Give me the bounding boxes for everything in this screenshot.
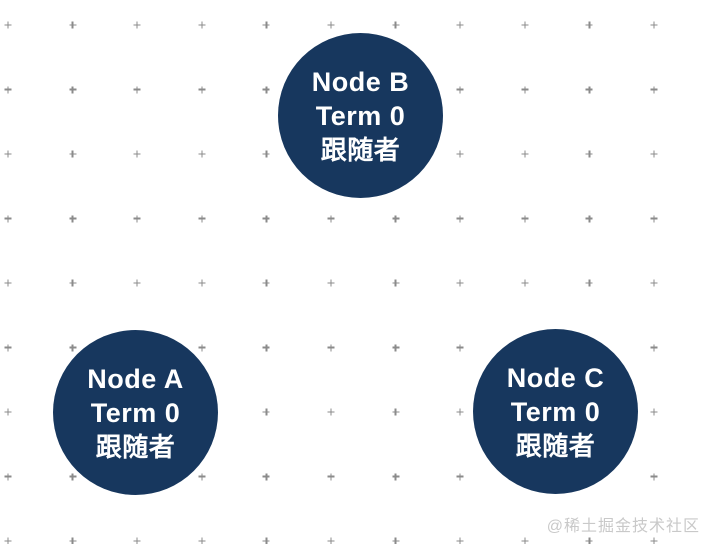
plus-dot (69, 279, 77, 287)
plus-dot (69, 215, 77, 222)
plus-dot (392, 21, 400, 29)
plus-dot (4, 86, 12, 93)
plus-dot (198, 150, 206, 158)
plus-dot (4, 408, 12, 416)
plus-dot (456, 537, 464, 544)
plus-dot (133, 537, 141, 544)
plus-dot (585, 150, 593, 158)
plus-dot (198, 215, 206, 222)
plus-dot (198, 86, 206, 93)
plus-dot (69, 86, 77, 93)
plus-dot (262, 21, 270, 29)
plus-dot (69, 21, 77, 29)
plus-dot (650, 279, 658, 287)
plus-dot (133, 215, 141, 222)
plus-dot (4, 150, 12, 158)
node-c-term: Term 0 (510, 396, 601, 427)
plus-dot (456, 215, 464, 222)
plus-dot (392, 408, 400, 416)
plus-dot (262, 473, 270, 480)
plus-dot (521, 537, 529, 544)
plus-dot (650, 86, 658, 93)
plus-dot (650, 150, 658, 158)
node-a-role: 跟随者 (95, 431, 176, 462)
plus-dot (650, 473, 658, 480)
plus-dot (585, 86, 593, 93)
plus-dot (585, 215, 593, 222)
plus-dot (4, 215, 12, 222)
plus-dot (456, 344, 464, 351)
plus-dot (4, 537, 12, 544)
plus-dot (327, 215, 335, 222)
plus-dot (327, 408, 335, 416)
plus-dot (262, 408, 270, 416)
plus-dot (327, 537, 335, 544)
node-a-name: Node A (87, 363, 184, 394)
plus-dot (133, 86, 141, 93)
plus-dot (262, 344, 270, 351)
plus-dot (392, 473, 400, 480)
plus-dot (650, 21, 658, 29)
plus-dot (262, 86, 270, 93)
plus-dot (133, 150, 141, 158)
plus-dot (198, 344, 206, 351)
plus-dot (133, 21, 141, 29)
plus-dot (327, 21, 335, 29)
plus-dot (521, 279, 529, 287)
plus-dot (456, 279, 464, 287)
plus-dot (198, 537, 206, 544)
plus-dot (392, 537, 400, 544)
plus-dot (521, 150, 529, 158)
plus-dot (4, 344, 12, 351)
plus-dot (327, 344, 335, 351)
plus-dot (4, 279, 12, 287)
plus-dot (456, 150, 464, 158)
plus-dot (456, 86, 464, 93)
plus-dot (521, 215, 529, 222)
diagram-node-b: Node B Term 0 跟随者 (278, 33, 443, 198)
plus-dot (521, 86, 529, 93)
plus-dot (650, 537, 658, 544)
plus-dot (69, 473, 77, 480)
plus-dot (585, 21, 593, 29)
node-b-role: 跟随者 (320, 134, 401, 165)
plus-dot (456, 408, 464, 416)
node-c-role: 跟随者 (515, 430, 596, 461)
plus-dot (456, 473, 464, 480)
plus-dot (133, 279, 141, 287)
node-b-name: Node B (311, 66, 410, 97)
watermark-text: @稀土掘金技术社区 (546, 518, 700, 535)
plus-dot (4, 473, 12, 480)
plus-dot (262, 150, 270, 158)
node-a-term: Term 0 (90, 397, 181, 428)
diagram-node-a: Node A Term 0 跟随者 (53, 330, 218, 495)
plus-dot (327, 473, 335, 480)
plus-dot (69, 344, 77, 351)
diagram-node-c: Node C Term 0 跟随者 (473, 329, 638, 494)
plus-dot (650, 408, 658, 416)
plus-dot (456, 21, 464, 29)
plus-dot (69, 150, 77, 158)
plus-dot (198, 279, 206, 287)
plus-dot (585, 279, 593, 287)
plus-dot (198, 21, 206, 29)
plus-dot (585, 537, 593, 544)
plus-dot (650, 344, 658, 351)
plus-dot (392, 215, 400, 222)
plus-dot (392, 344, 400, 351)
plus-dot (4, 21, 12, 29)
plus-dot (262, 537, 270, 544)
plus-dot (521, 21, 529, 29)
node-b-term: Term 0 (315, 100, 406, 131)
plus-dot (69, 537, 77, 544)
plus-dot (392, 279, 400, 287)
plus-dot (650, 215, 658, 222)
plus-dot (262, 279, 270, 287)
node-c-name: Node C (506, 362, 605, 393)
plus-dot (262, 215, 270, 222)
plus-dot (327, 279, 335, 287)
plus-dot (198, 473, 206, 480)
